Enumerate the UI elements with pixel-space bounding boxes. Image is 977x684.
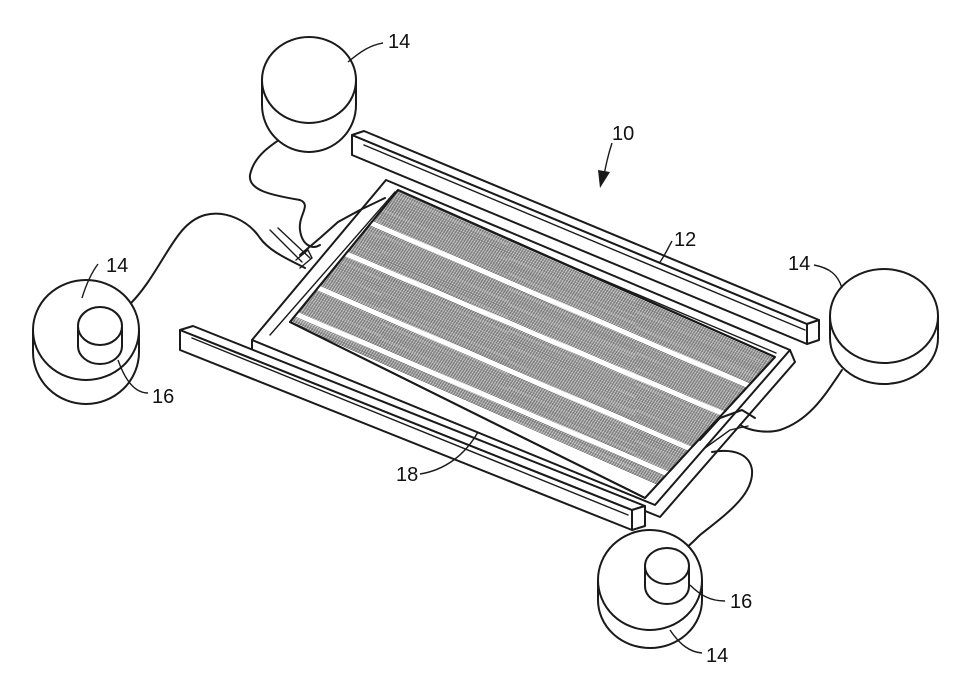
wheel-bottom	[598, 530, 702, 648]
wheel-left	[33, 280, 139, 404]
label-16-bottom: 16	[730, 591, 752, 613]
label-14-bottom: 14	[706, 645, 728, 667]
wheel-top-left	[262, 37, 356, 152]
wheel-right	[830, 269, 938, 384]
label-14-left: 14	[106, 255, 128, 277]
label-14-top-left: 14	[388, 31, 410, 53]
motor-bottom	[645, 548, 689, 604]
label-12-frame: 12	[674, 229, 696, 251]
label-16-left: 16	[152, 386, 174, 408]
label-14-right: 14	[788, 253, 810, 275]
motor-left	[78, 307, 122, 364]
label-10-assembly: 10	[612, 123, 634, 145]
label-18-panel: 18	[396, 464, 418, 486]
